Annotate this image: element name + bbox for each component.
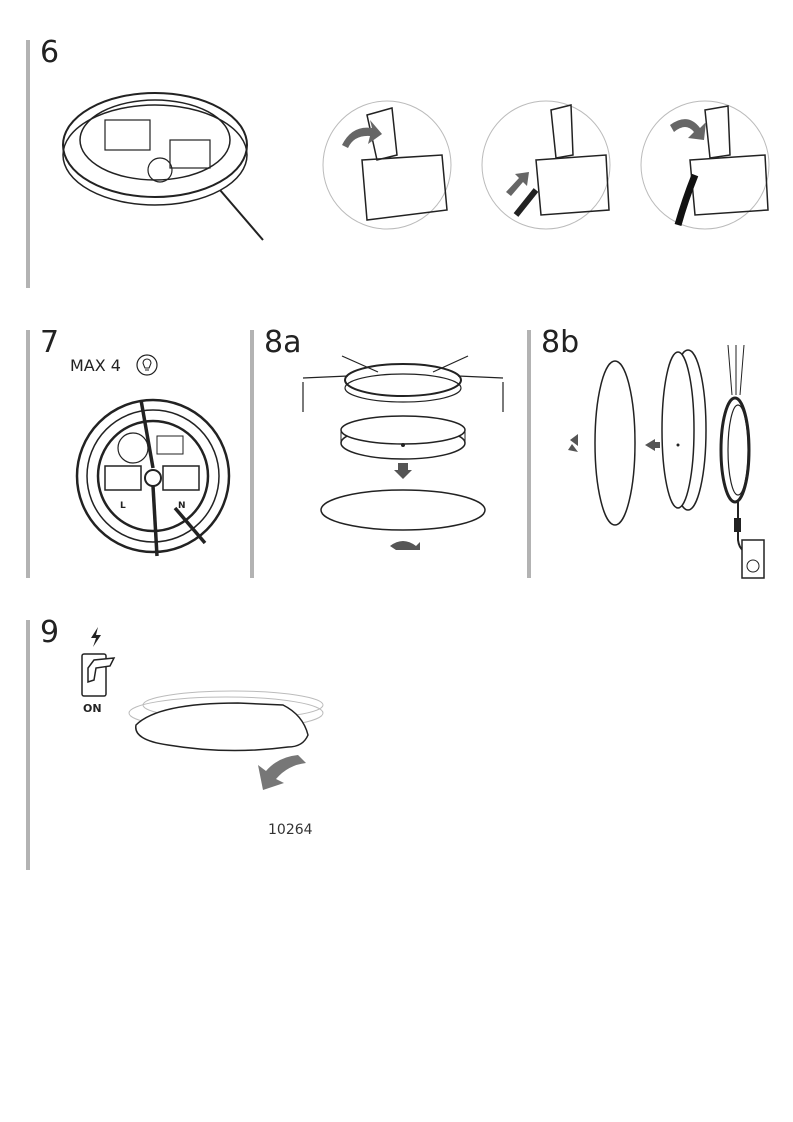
step-8a-divider (250, 330, 254, 578)
product-code: 10264 (268, 822, 313, 838)
rotate-arrow-icon (342, 120, 382, 148)
step-8b-wall-mount-illustration (568, 344, 765, 579)
step-8a-number: 8a (264, 325, 302, 360)
rotate-arrow-icon (670, 119, 706, 140)
rotate-arrow-icon (390, 541, 420, 550)
wall-switch-icon (81, 653, 116, 697)
switch-on-label: ON (83, 702, 102, 715)
step-7-divider (26, 330, 30, 578)
step-9-lamp-illustration (128, 690, 324, 790)
step-6-detail-open-lever (322, 100, 452, 230)
step-8a-ceiling-mount-illustration (302, 355, 504, 550)
step-9-number: 9 (40, 615, 60, 650)
step-9-divider (26, 620, 30, 870)
step-6-base-illustration (62, 92, 264, 241)
bulb-icon (136, 354, 158, 376)
step-8b-number: 8b (541, 325, 580, 360)
terminal-label-n: N (178, 501, 186, 511)
terminal-label-l: L (120, 501, 126, 511)
step-7-number: 7 (40, 325, 60, 360)
lightning-icon (91, 627, 101, 647)
step-6-divider (26, 40, 30, 288)
step-8b-divider (527, 330, 531, 578)
left-arrow-icon (645, 439, 660, 451)
step-6-detail-insert-wire (481, 100, 611, 230)
step-7-wiring-diagram: L N (75, 398, 231, 557)
rotate-arrow-icon (568, 434, 578, 452)
rotate-arrow-icon (258, 755, 306, 790)
down-arrow-icon (394, 463, 412, 479)
max-bulbs-note: MAX 4 (70, 356, 121, 375)
power-socket-icon (741, 539, 765, 579)
up-arrow-icon (506, 172, 529, 196)
step-6-detail-close-lever (640, 100, 770, 230)
step-6-number: 6 (40, 35, 60, 70)
